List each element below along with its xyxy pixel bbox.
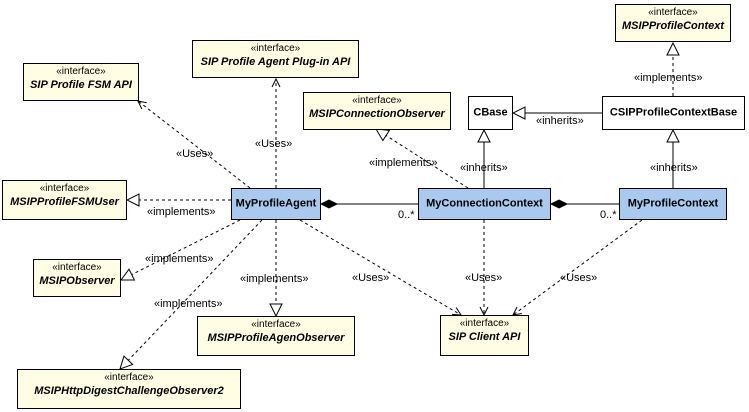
stereotype-label: «interface» (250, 43, 301, 54)
agent-uses-client-api-line (299, 219, 461, 315)
class-name: MyConnectionContext (426, 197, 543, 210)
interface-msip-observer[interactable]: «interface» MSIPObserver (33, 259, 121, 297)
class-my-profile-context[interactable]: MyProfileContext (619, 188, 727, 220)
uses-label-context-client-api: «Uses» (560, 272, 598, 284)
interface-msip-connection-observer[interactable]: «interface» MSIPConnectionObserver (303, 92, 451, 130)
implements-observer-line (121, 219, 241, 280)
interface-msip-profile-agen-observer[interactable]: «interface» MSIPProfileAgenObserver (197, 316, 355, 356)
interface-name: SIP Profile Agent Plug-in API (200, 56, 351, 68)
interface-sip-client-api[interactable]: «interface» SIP Client API (440, 315, 529, 356)
class-name: CSIPProfileContextBase (609, 106, 738, 119)
class-my-profile-agent[interactable]: MyProfileAgent (231, 188, 321, 220)
class-cbase[interactable]: CBase (468, 96, 513, 130)
implements-label-profile-context: «implements» (634, 72, 703, 84)
interface-name: MSIPProfileContext (621, 20, 725, 32)
implements-label-connection-observer: «implements» (369, 157, 438, 169)
uses-fsm-api-line (138, 101, 251, 189)
implements-label-observer: «implements» (145, 253, 214, 265)
interface-name: MSIPProfileFSMUser (10, 196, 119, 208)
implements-digest-observer-line (120, 219, 263, 369)
uses-label-agent-client-api: «Uses» (352, 272, 390, 284)
interface-name: SIP Client API (448, 331, 521, 343)
interface-name: MSIPObserver (39, 275, 115, 287)
interface-sip-profile-agent-plugin-api[interactable]: «interface» SIP Profile Agent Plug-in AP… (192, 40, 359, 78)
stereotype-label: «interface» (39, 183, 90, 194)
class-name: CBase (473, 106, 508, 119)
implements-connection-observer-line (376, 129, 469, 189)
uses-label-fsm-api: «Uses» (176, 148, 214, 160)
class-csip-profile-context-base[interactable]: CSIPProfileContextBase (602, 96, 745, 130)
interface-msip-profile-fsm-user[interactable]: «interface» MSIPProfileFSMUser (2, 180, 127, 220)
interface-sip-profile-fsm-api[interactable]: «interface» SIP Profile FSM API (23, 63, 139, 101)
class-name: MyProfileAgent (235, 197, 317, 210)
interface-name: MSIPProfileAgenObserver (207, 332, 345, 344)
stereotype-label: «interface» (52, 262, 102, 273)
multiplicity-label-context: 0..* (600, 209, 617, 221)
class-name: MyProfileContext (627, 197, 719, 210)
inherits-label-connection-cbase: «inherits» (460, 162, 508, 174)
uses-label-plugin-api: «Uses» (255, 138, 293, 150)
stereotype-label: «interface» (104, 372, 154, 383)
stereotype-label: «interface» (459, 318, 510, 329)
implements-label-digest-observer: «implements» (154, 298, 223, 310)
implements-label-fsm-user: «implements» (147, 206, 216, 218)
interface-msip-profile-context[interactable]: «interface» MSIPProfileContext (615, 4, 731, 42)
context-uses-client-api-line (513, 219, 643, 315)
stereotype-label: «interface» (56, 66, 106, 77)
stereotype-label: «interface» (648, 7, 698, 18)
interface-name: MSIPConnectionObserver (309, 108, 445, 120)
uses-label-connection-client-api: «Uses» (465, 272, 503, 284)
inherits-label-context-contextbase: «inherits» (650, 162, 698, 174)
interface-name: MSIPHttpDigestChallengeObserver2 (34, 385, 224, 397)
inherits-label-contextbase-cbase: «inherits» (536, 115, 584, 127)
implements-label-agen-observer: «implements» (240, 273, 309, 285)
multiplicity-label-connection: 0..* (398, 209, 415, 221)
stereotype-label: «interface» (251, 319, 301, 330)
class-my-connection-context[interactable]: MyConnectionContext (418, 188, 551, 220)
stereotype-label: «interface» (352, 95, 402, 106)
interface-msip-http-digest-challenge-observer2[interactable]: «interface» MSIPHttpDigestChallengeObser… (17, 369, 241, 409)
interface-name: SIP Profile FSM API (30, 79, 132, 91)
